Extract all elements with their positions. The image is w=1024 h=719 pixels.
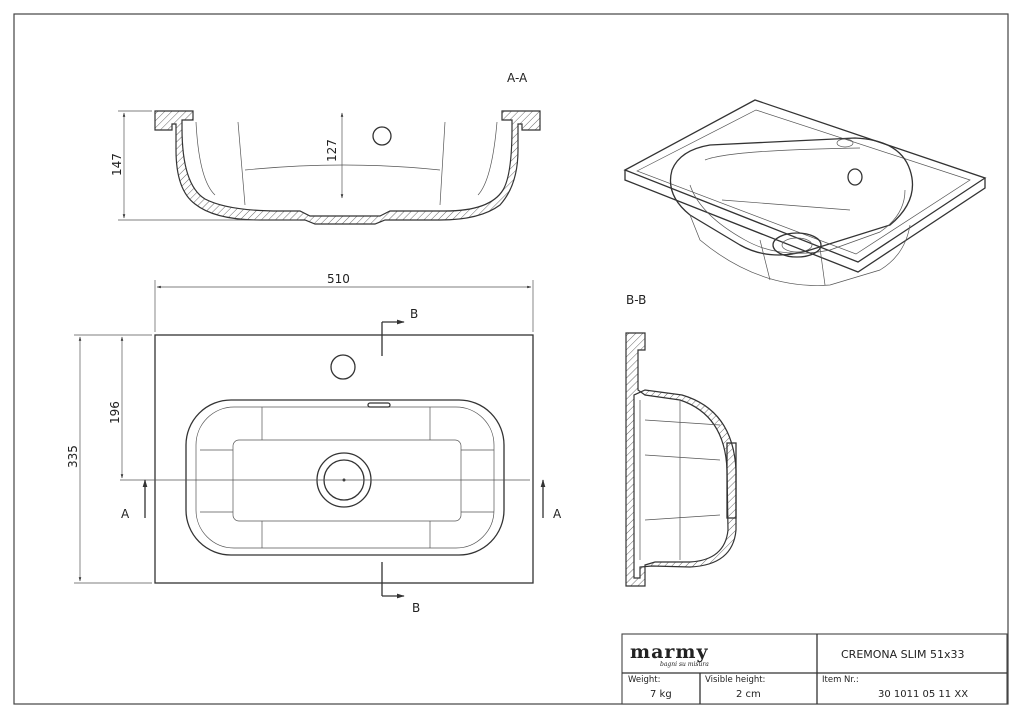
section-a-a-basin-inner xyxy=(195,121,498,206)
section-marker-b-bottom: B xyxy=(412,601,420,615)
section-b-b-view: B-B xyxy=(625,293,737,587)
iso-basin-rim xyxy=(669,137,914,256)
top-view-overflow xyxy=(367,402,391,408)
section-a-a-label: A-A xyxy=(507,71,528,85)
item-nr-label: Item Nr.: xyxy=(822,675,859,685)
dim-height-inner: 127 xyxy=(325,139,339,162)
dim-height-total: 147 xyxy=(110,153,124,176)
top-view-basin-outer xyxy=(185,399,505,556)
iso-drain-inner xyxy=(781,237,813,253)
iso-tap-hole-top xyxy=(836,138,854,148)
section-b-b-label: B-B xyxy=(626,293,646,307)
sheet-border xyxy=(13,13,1009,705)
isometric-view xyxy=(623,99,987,286)
section-b-b-profile xyxy=(625,332,737,587)
top-view-outline xyxy=(154,334,534,584)
iso-tap-hole xyxy=(847,168,863,186)
iso-basin-bottom xyxy=(689,214,911,286)
iso-outer-top xyxy=(623,99,987,263)
dim-depth-to-drain: 196 xyxy=(108,401,122,424)
section-a-a-tap-hole xyxy=(372,126,392,146)
section-b-b-overflow-channel xyxy=(726,442,737,519)
iso-basin-inner xyxy=(689,147,906,286)
iso-outer-edge xyxy=(624,170,986,273)
product-name: CREMONA SLIM 51x33 xyxy=(841,648,965,661)
iso-rim-inner xyxy=(636,109,971,255)
brand-logo: marmy xyxy=(630,641,709,663)
visible-height-label: Visible height: xyxy=(705,675,765,685)
visible-height-value: 2 cm xyxy=(736,689,761,700)
item-nr-value: 30 1011 05 11 XX xyxy=(878,689,968,700)
weight-label: Weight: xyxy=(628,675,660,685)
top-view: 510 335 196 A A B B xyxy=(66,272,562,615)
top-view-tap-hole xyxy=(330,354,356,380)
iso-drain xyxy=(772,232,822,258)
weight-value: 7 kg xyxy=(650,689,672,700)
top-view-basin-inner-rim xyxy=(195,406,495,549)
section-b-b-inner xyxy=(639,400,721,560)
section-marker-b-top: B xyxy=(410,307,418,321)
section-a-a-view: A-A 147 127 xyxy=(110,71,541,225)
section-marker-a-right: A xyxy=(553,507,562,521)
brand-tagline: bagni su misura xyxy=(660,661,709,668)
section-marker-a-left: A xyxy=(121,507,130,521)
top-view-basin-floor xyxy=(232,439,462,522)
title-block: marmy bagni su misura CREMONA SLIM 51x33… xyxy=(621,633,1008,705)
dim-width: 510 xyxy=(327,272,350,286)
dim-depth-total: 335 xyxy=(66,445,80,468)
section-a-a-profile xyxy=(154,110,541,225)
